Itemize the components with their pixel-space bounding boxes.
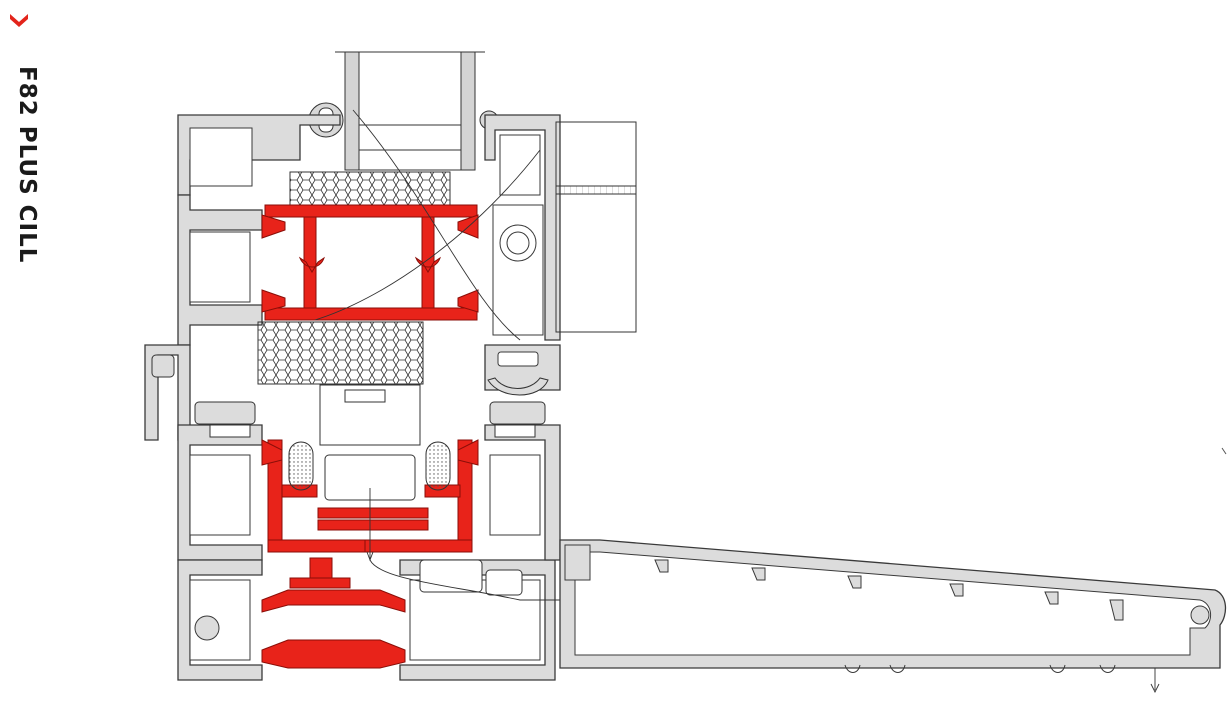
bubble-seals (288, 441, 451, 491)
cill-profile (559, 539, 1227, 673)
frame-gaskets (151, 354, 549, 438)
thermal-break-lower (261, 557, 406, 669)
profile-chambers (189, 127, 544, 661)
insulation-infill (257, 171, 451, 385)
centre-hardware (319, 384, 523, 596)
thermal-break-middle (261, 439, 479, 553)
thermal-break-upper (261, 204, 479, 321)
side-title: F82 PLUS CILL (2, 8, 42, 308)
glazing-unit (335, 51, 485, 171)
chevron-down-icon (10, 14, 28, 27)
external-bead (555, 121, 637, 333)
edge-mark (1221, 447, 1227, 455)
